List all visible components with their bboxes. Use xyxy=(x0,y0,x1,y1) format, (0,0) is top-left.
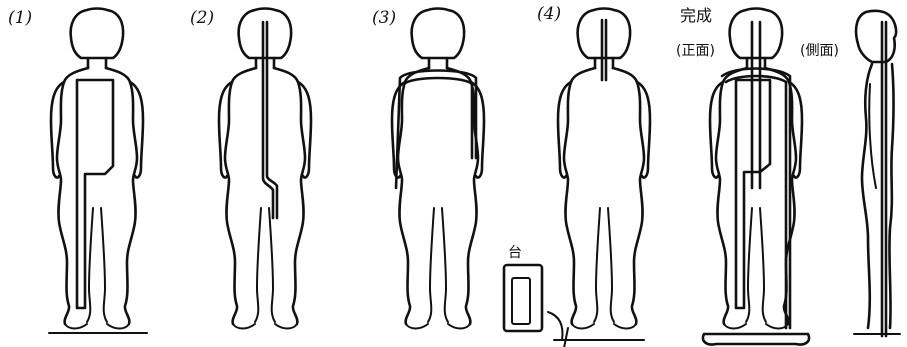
figure-completed-front xyxy=(703,9,809,345)
figure-step-3 xyxy=(392,9,484,329)
stand-drawing xyxy=(504,265,562,340)
figure-step-2 xyxy=(219,9,311,329)
figure-completed-side xyxy=(854,11,900,336)
figure-step-4 xyxy=(554,9,650,347)
figure-step-1 xyxy=(49,9,147,334)
